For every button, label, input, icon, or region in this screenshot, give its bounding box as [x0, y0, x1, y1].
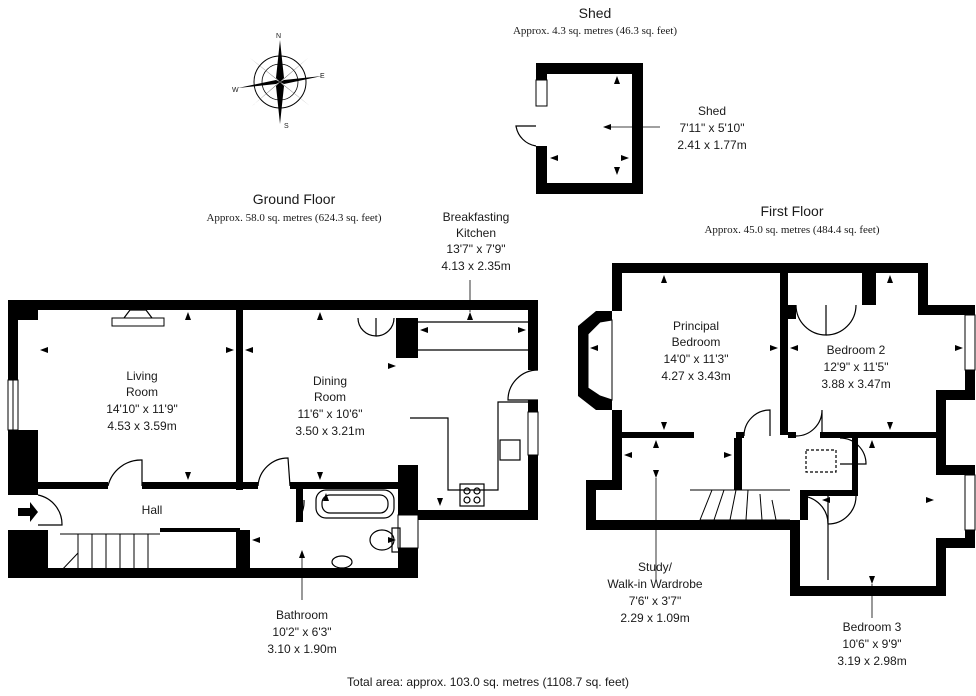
compass-s-label: S [284, 123, 289, 130]
bedroom2-metric: 3.88 x 3.47m [821, 377, 890, 391]
dining-room-name-2: Room [314, 390, 346, 404]
principal-bedroom-name-2: Bedroom [672, 335, 721, 349]
bathroom-name: Bathroom [276, 608, 328, 622]
dining-room-name-1: Dining [313, 374, 347, 388]
compass-e-label: E [320, 73, 325, 80]
ground-floor-title: Ground Floor [253, 191, 336, 207]
shed-title: Shed [579, 5, 612, 21]
study-metric: 2.29 x 1.09m [620, 611, 689, 625]
study-name-1: Study/ [638, 560, 673, 574]
shed-room-imperial: 7'11" x 5'10" [680, 121, 745, 135]
bedroom3-imperial: 10'6" x 9'9" [842, 637, 901, 651]
study-name-2: Walk-in Wardrobe [607, 577, 702, 591]
bedroom2-imperial: 12'9" x 11'5" [824, 360, 889, 374]
living-room-name-2: Room [126, 385, 158, 399]
ground-floor-plan [7, 280, 539, 600]
total-area: Total area: approx. 103.0 sq. metres (11… [347, 675, 629, 689]
principal-bedroom-name-1: Principal [673, 319, 719, 333]
principal-bedroom-metric: 4.27 x 3.43m [661, 369, 730, 383]
bedroom3-name: Bedroom 3 [843, 620, 902, 634]
bedroom3-metric: 3.19 x 2.98m [837, 654, 906, 668]
kitchen-name-2: Kitchen [456, 226, 496, 240]
entrance-arrow-icon [18, 502, 38, 522]
principal-bedroom-imperial: 14'0" x 11'3" [664, 352, 729, 366]
compass-rose-icon: N S E W [232, 33, 325, 130]
first-floor-area: Approx. 45.0 sq. metres (484.4 sq. feet) [704, 224, 879, 236]
hall-name: Hall [142, 503, 163, 517]
kitchen-name-1: Breakfasting [443, 210, 510, 224]
dining-room-metric: 3.50 x 3.21m [295, 424, 364, 438]
living-room-metric: 4.53 x 3.59m [107, 419, 176, 433]
first-floor-title: First Floor [761, 203, 824, 219]
living-room-imperial: 14'10" x 11'9" [106, 402, 178, 416]
shed-room-metric: 2.41 x 1.77m [677, 138, 746, 152]
compass-n-label: N [276, 33, 281, 40]
ground-floor-area: Approx. 58.0 sq. metres (624.3 sq. feet) [206, 212, 381, 224]
shed-plan [515, 63, 660, 194]
shed-area: Approx. 4.3 sq. metres (46.3 sq. feet) [513, 25, 677, 37]
study-imperial: 7'6" x 3'7" [629, 594, 681, 608]
compass-w-label: W [232, 87, 239, 94]
first-floor-plan [578, 263, 976, 618]
living-room-name-1: Living [126, 369, 157, 383]
kitchen-metric: 4.13 x 2.35m [441, 259, 510, 273]
shed-room-name: Shed [698, 104, 726, 118]
bathroom-imperial: 10'2" x 6'3" [272, 625, 331, 639]
kitchen-imperial: 13'7" x 7'9" [446, 242, 505, 256]
bedroom2-name: Bedroom 2 [827, 343, 886, 357]
dining-room-imperial: 11'6" x 10'6" [298, 407, 363, 421]
bathroom-metric: 3.10 x 1.90m [267, 642, 336, 656]
